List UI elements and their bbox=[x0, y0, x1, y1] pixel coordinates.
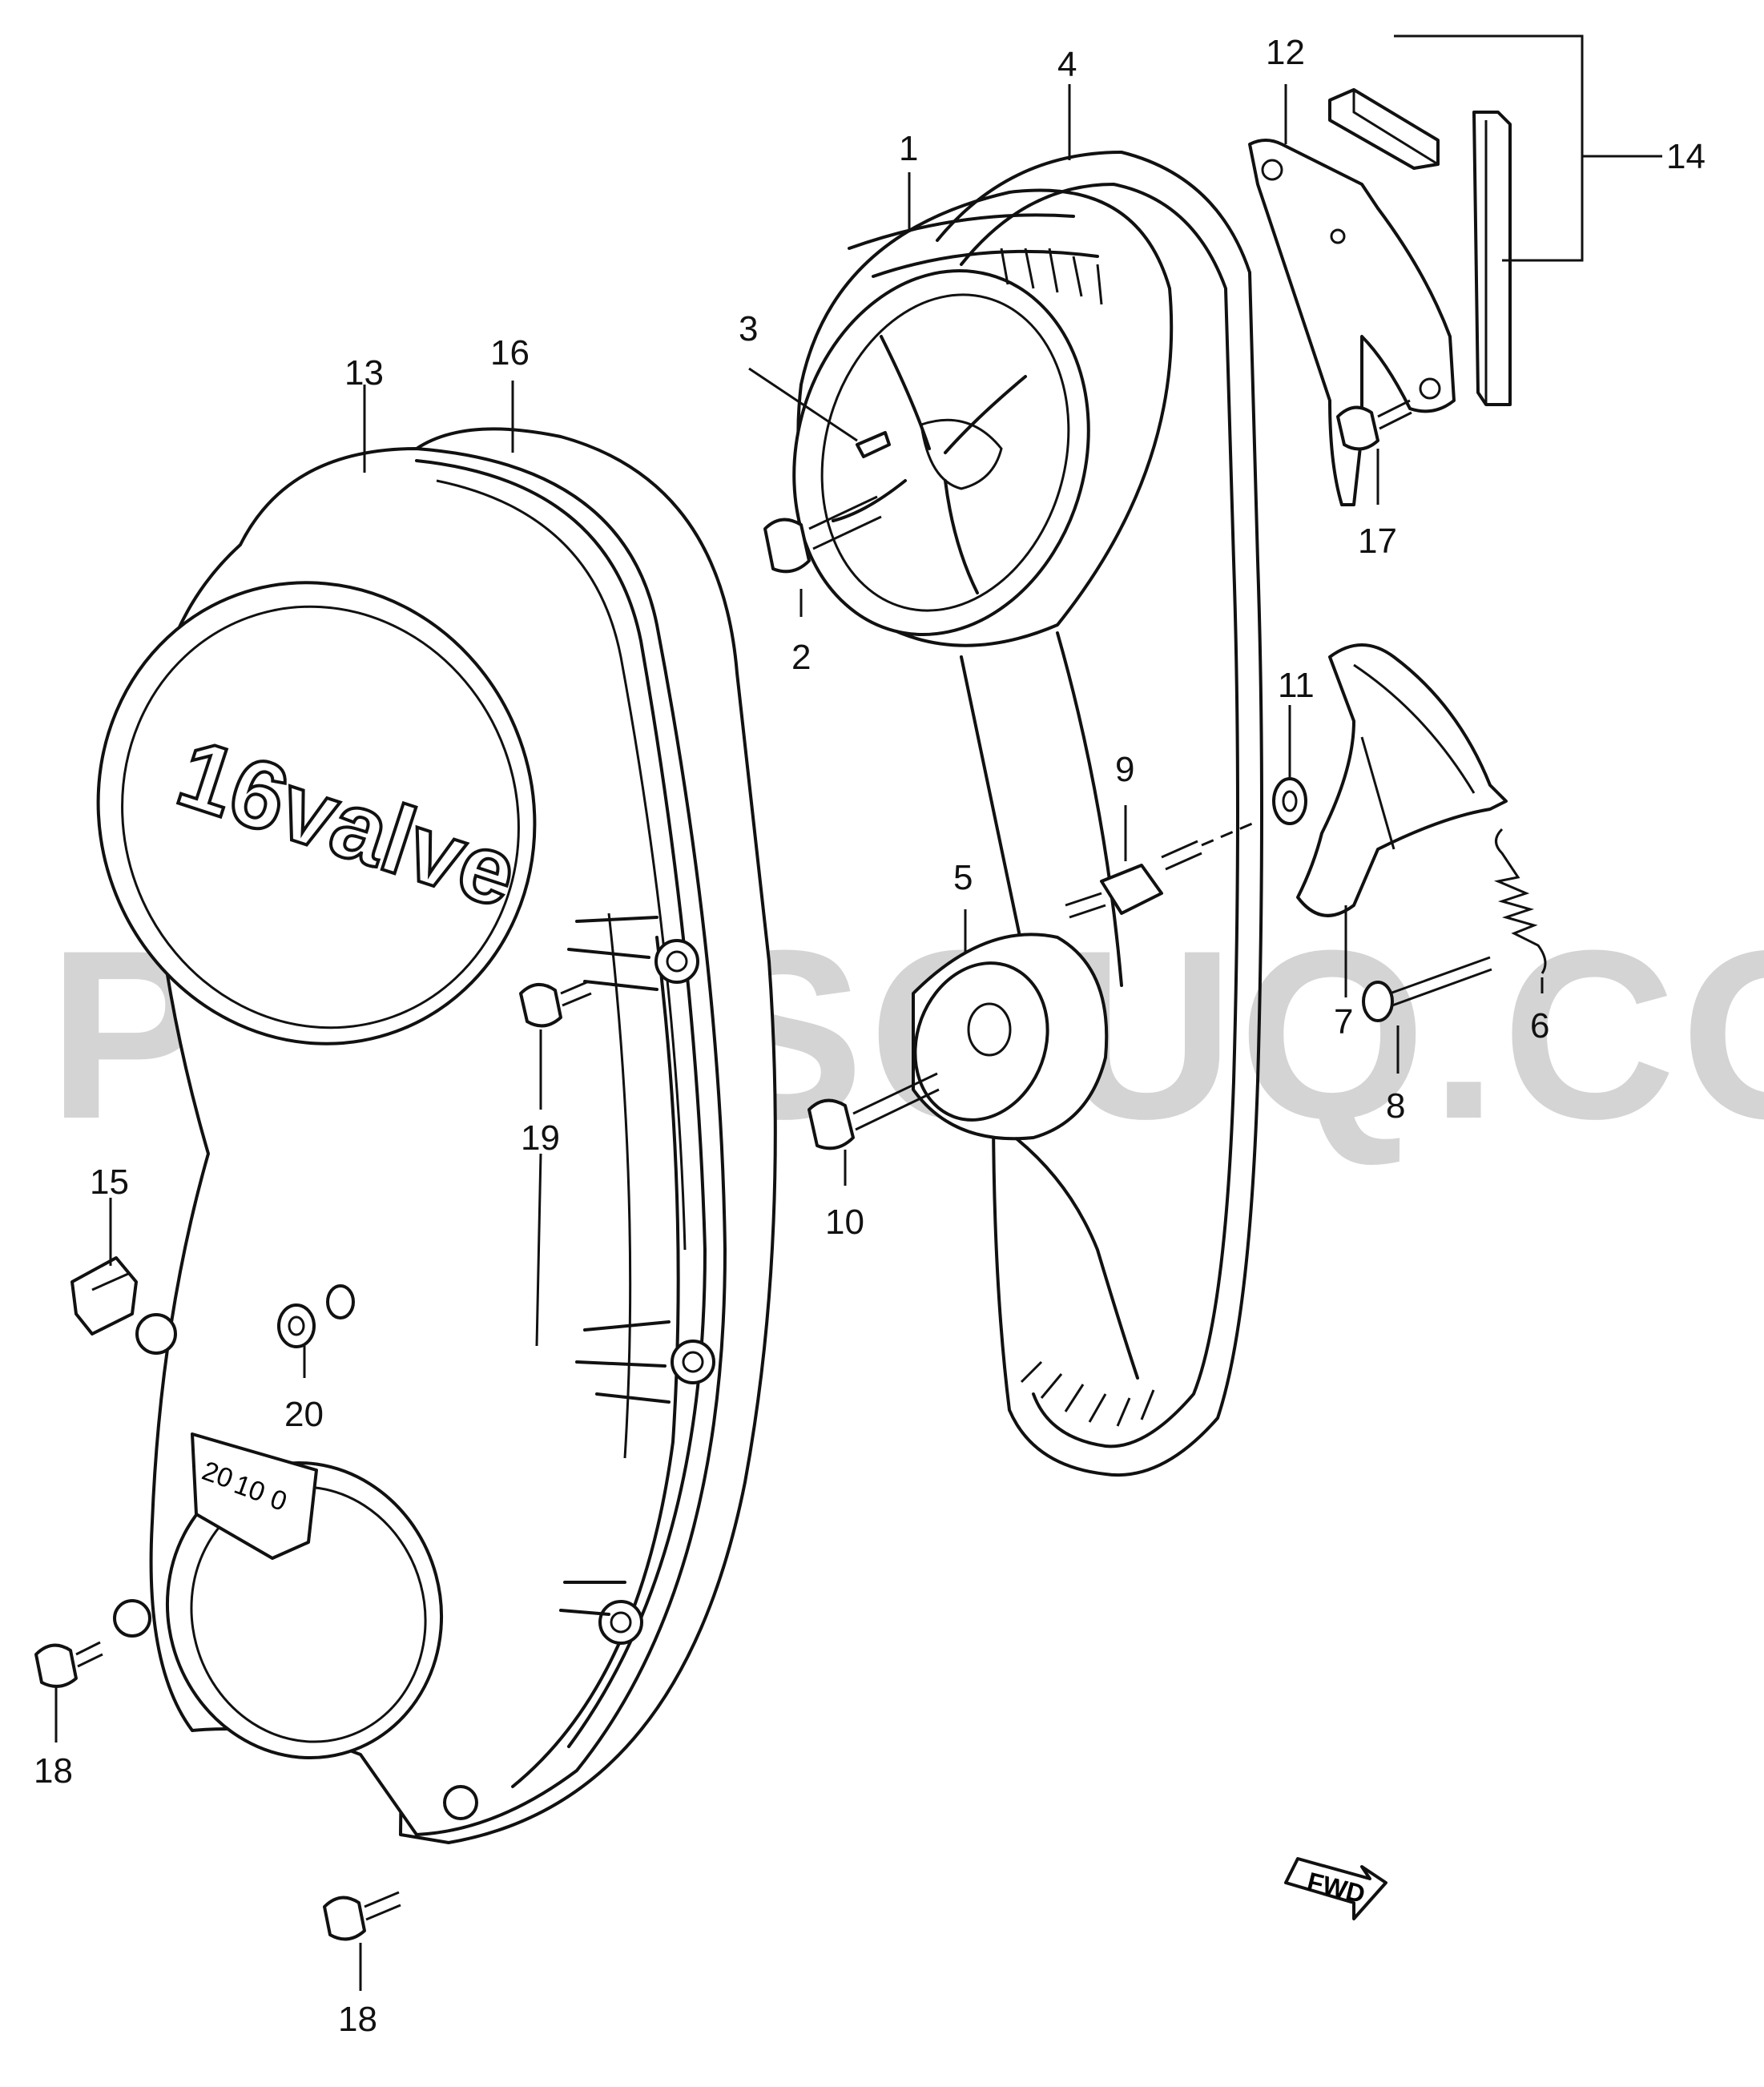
callout-13: 13 bbox=[344, 353, 384, 393]
callout-4: 4 bbox=[1057, 45, 1077, 84]
bolt-19 bbox=[519, 980, 592, 1028]
bolt-18-lower bbox=[323, 1891, 401, 1941]
tensioner-stud bbox=[1065, 820, 1259, 919]
callout-6: 6 bbox=[1530, 1006, 1549, 1046]
callout-7: 7 bbox=[1334, 1002, 1353, 1041]
washer bbox=[1272, 777, 1307, 825]
keys bbox=[1328, 34, 1662, 406]
bolt-18-upper bbox=[34, 1641, 103, 1688]
callout-17: 17 bbox=[1358, 522, 1397, 561]
bolt-2 bbox=[763, 495, 882, 574]
callout-14: 14 bbox=[1666, 137, 1706, 176]
bolt-17 bbox=[1336, 399, 1412, 451]
callout-labels: 1 2 3 4 5 6 7 8 9 10 11 12 13 14 15 16 1… bbox=[34, 33, 1706, 2039]
timing-belt bbox=[936, 151, 1263, 1477]
tensioner-plate bbox=[1296, 643, 1508, 917]
callout-1: 1 bbox=[899, 129, 918, 168]
callout-5: 5 bbox=[953, 858, 973, 897]
leader-lines bbox=[54, 84, 1544, 1991]
callout-18-upper: 18 bbox=[34, 1751, 73, 1791]
fwd-label: FWD bbox=[1304, 1867, 1367, 1909]
callout-9: 9 bbox=[1115, 750, 1134, 789]
callout-2: 2 bbox=[791, 638, 811, 677]
callout-12: 12 bbox=[1266, 33, 1305, 72]
callout-16: 16 bbox=[490, 333, 530, 373]
tensioner-spring bbox=[1493, 828, 1547, 974]
clip-15 bbox=[70, 1256, 138, 1336]
callout-19: 19 bbox=[521, 1118, 560, 1158]
bolt-8 bbox=[1362, 956, 1492, 1022]
timing-belt-cover: 16valve 20 10 0 bbox=[96, 427, 777, 1844]
callout-15: 15 bbox=[90, 1162, 129, 1202]
pin-3 bbox=[856, 431, 891, 458]
tensioner-pulley bbox=[912, 933, 1109, 1141]
bolt-10 bbox=[807, 1072, 940, 1150]
callout-3: 3 bbox=[739, 309, 758, 349]
callout-8: 8 bbox=[1386, 1086, 1405, 1126]
forward-arrow-icon: FWD bbox=[1284, 1857, 1387, 1920]
callout-20: 20 bbox=[284, 1395, 324, 1434]
tensioner-bracket bbox=[1248, 139, 1456, 506]
grommet-20 bbox=[277, 1284, 355, 1348]
callout-11: 11 bbox=[1278, 666, 1315, 705]
callout-10: 10 bbox=[825, 1203, 864, 1242]
callout-18-lower: 18 bbox=[338, 2000, 377, 2039]
